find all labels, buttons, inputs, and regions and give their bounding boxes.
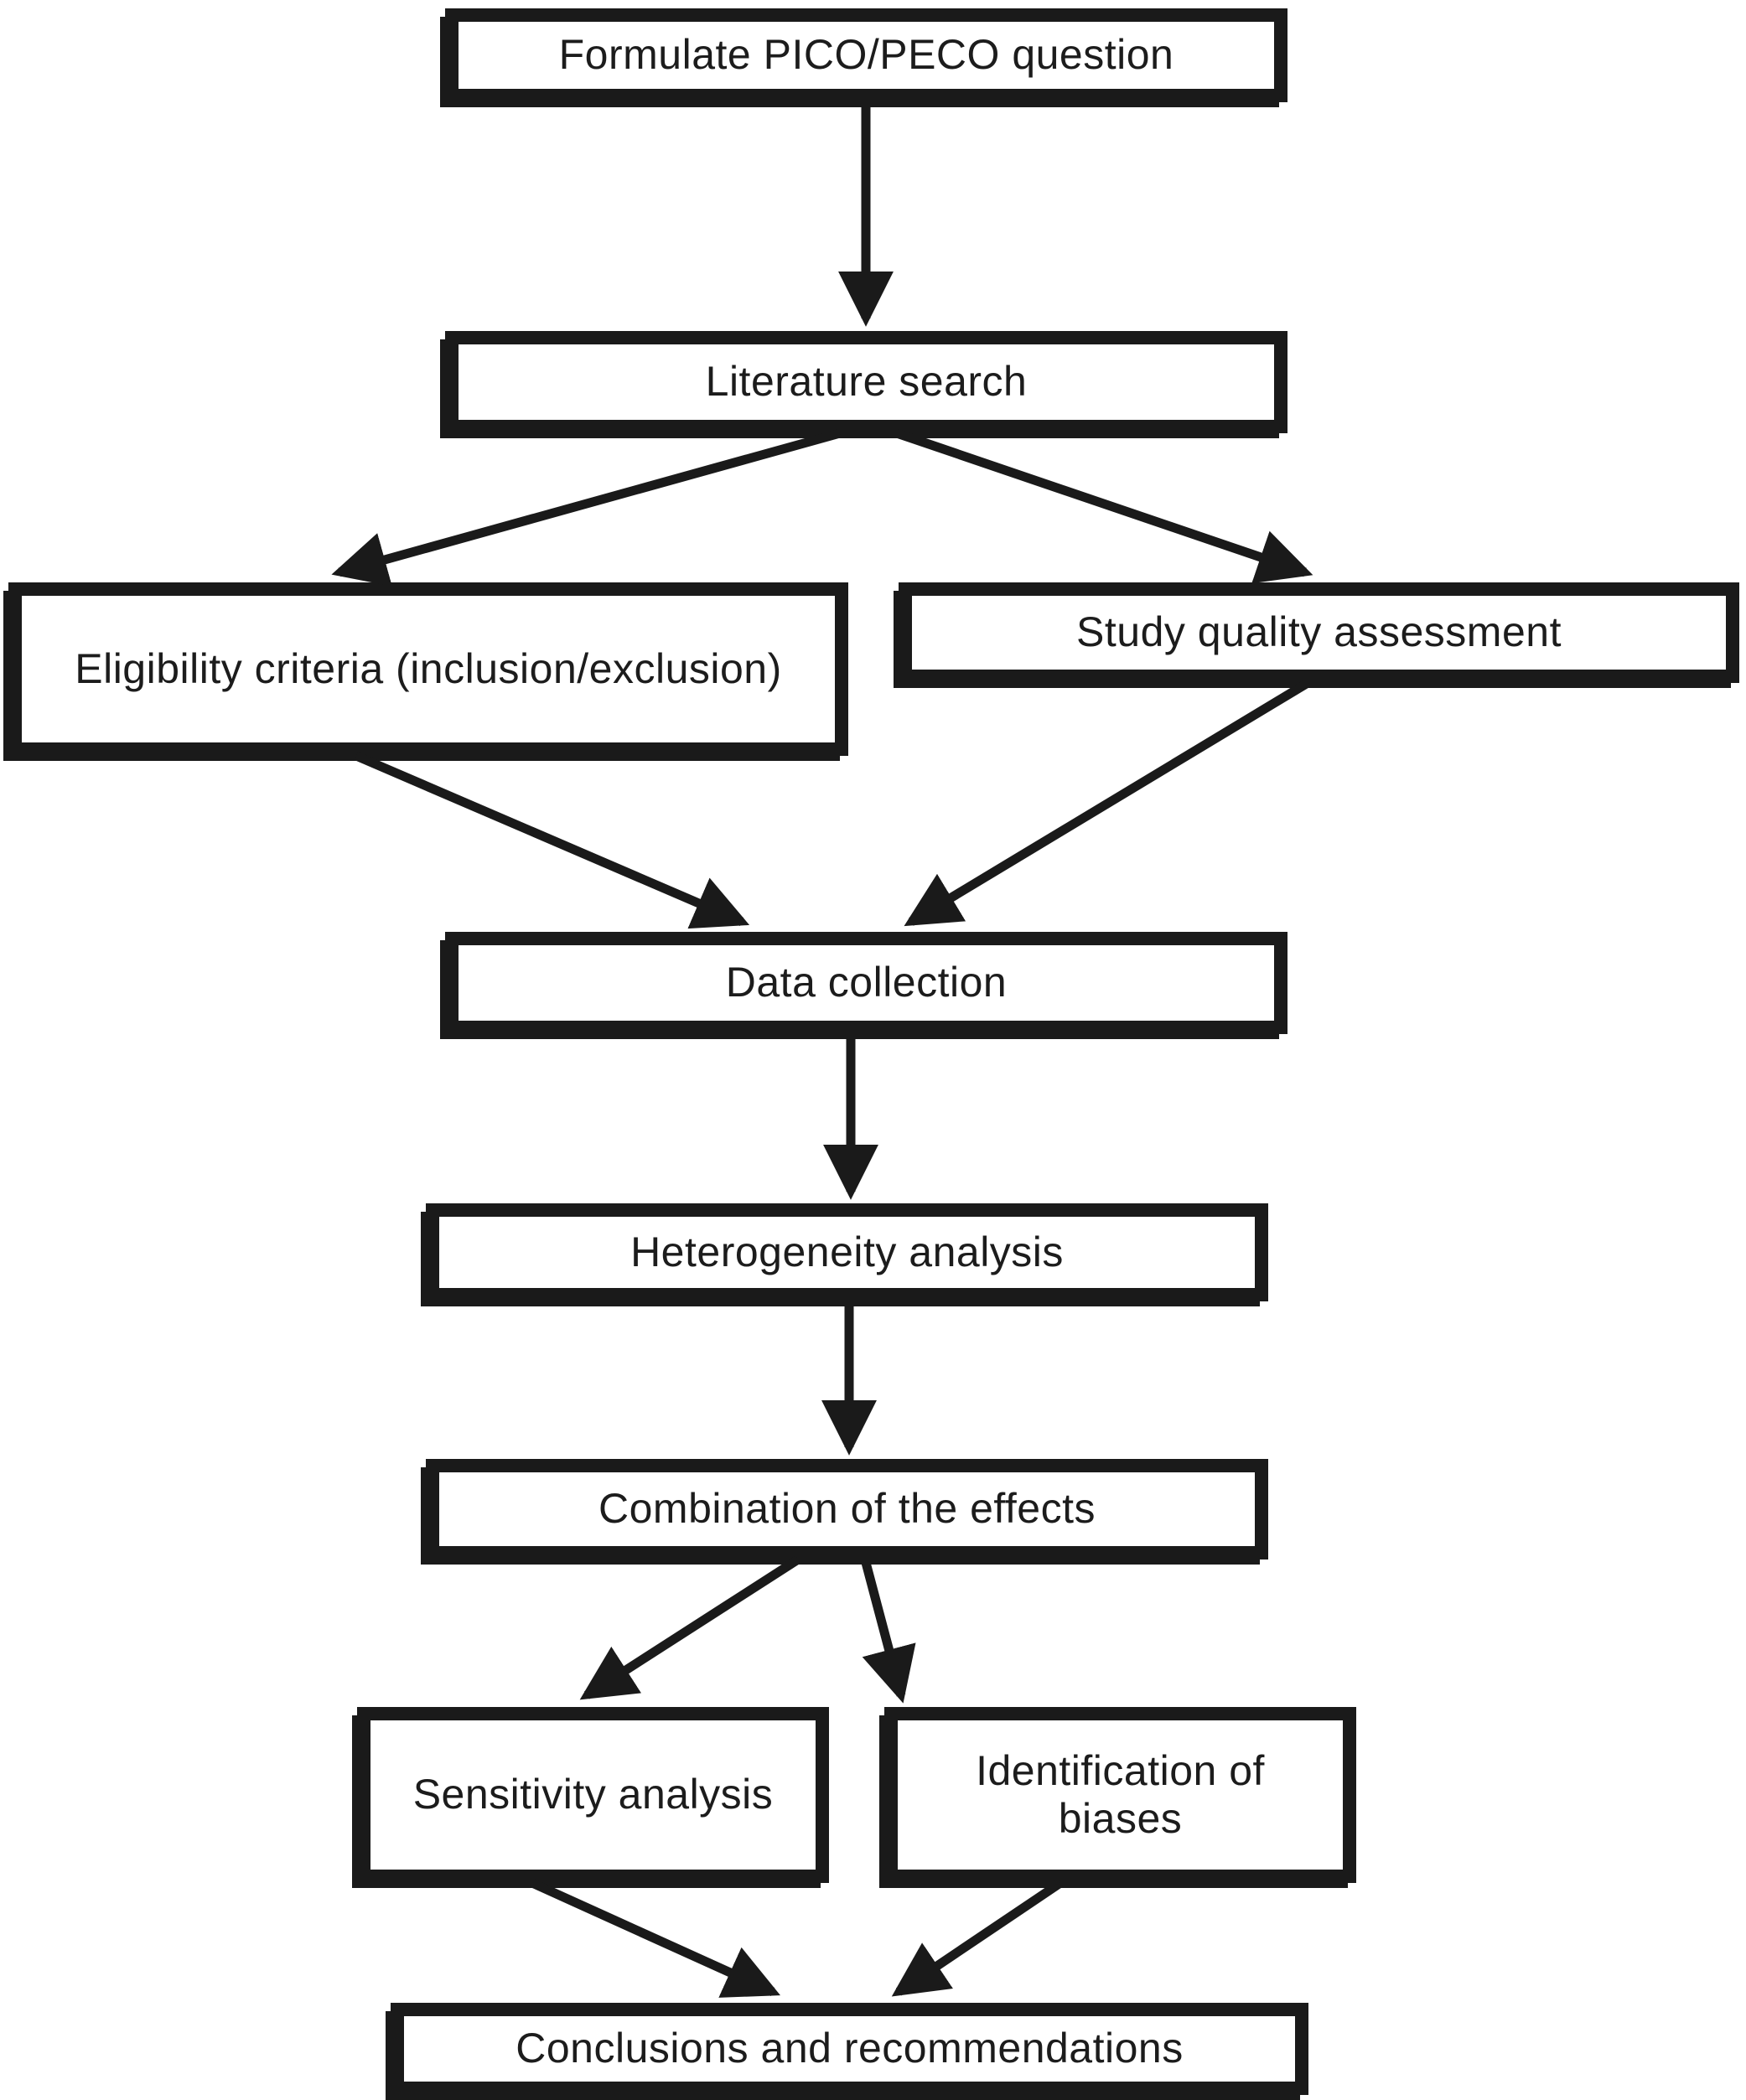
- node-label: Combination of the effects: [598, 1485, 1096, 1533]
- arrow-combination-to-biases: [860, 1558, 916, 1704]
- node-label: Literature search: [705, 358, 1028, 406]
- node-data-collection: Data collection: [445, 932, 1287, 1034]
- node-heterogeneity-analysis: Heterogeneity analysis: [426, 1203, 1268, 1301]
- node-combination-of-effects: Combination of the effects: [426, 1459, 1268, 1559]
- arrow-combination-to-sensitivity: [579, 1555, 800, 1700]
- arrow-sensitivity-to-conclusions: [530, 1878, 781, 1998]
- node-literature-search: Literature search: [445, 331, 1287, 433]
- node-label: Study quality assessment: [1076, 608, 1562, 656]
- node-label: Conclusions and recommendations: [516, 2025, 1184, 2072]
- node-label: Identification of biases: [976, 1746, 1265, 1843]
- arrow-biases-to-conclusions: [891, 1879, 1064, 1997]
- arrow-literature-to-quality: [895, 428, 1313, 584]
- arrow-literature-to-eligibility: [331, 428, 842, 587]
- arrow-quality-to-data: [904, 679, 1310, 927]
- node-conclusions-and-recommendations: Conclusions and recommendations: [391, 2003, 1308, 2095]
- node-label: Formulate PICO/PECO question: [558, 31, 1174, 79]
- node-label: Data collection: [725, 959, 1008, 1006]
- node-label: Sensitivity analysis: [412, 1771, 774, 1818]
- node-formulate-pico-peco-question: Formulate PICO/PECO question: [445, 8, 1287, 102]
- node-label: Heterogeneity analysis: [630, 1228, 1064, 1275]
- arrow-eligibility-to-data: [354, 751, 750, 929]
- node-study-quality-assessment: Study quality assessment: [899, 582, 1739, 683]
- node-eligibility-criteria: Eligibility criteria (inclusion/exclusio…: [8, 582, 848, 756]
- node-sensitivity-analysis: Sensitivity analysis: [357, 1707, 829, 1883]
- node-label: Eligibility criteria (inclusion/exclusio…: [75, 644, 782, 692]
- node-identification-of-biases: Identification of biases: [884, 1707, 1356, 1883]
